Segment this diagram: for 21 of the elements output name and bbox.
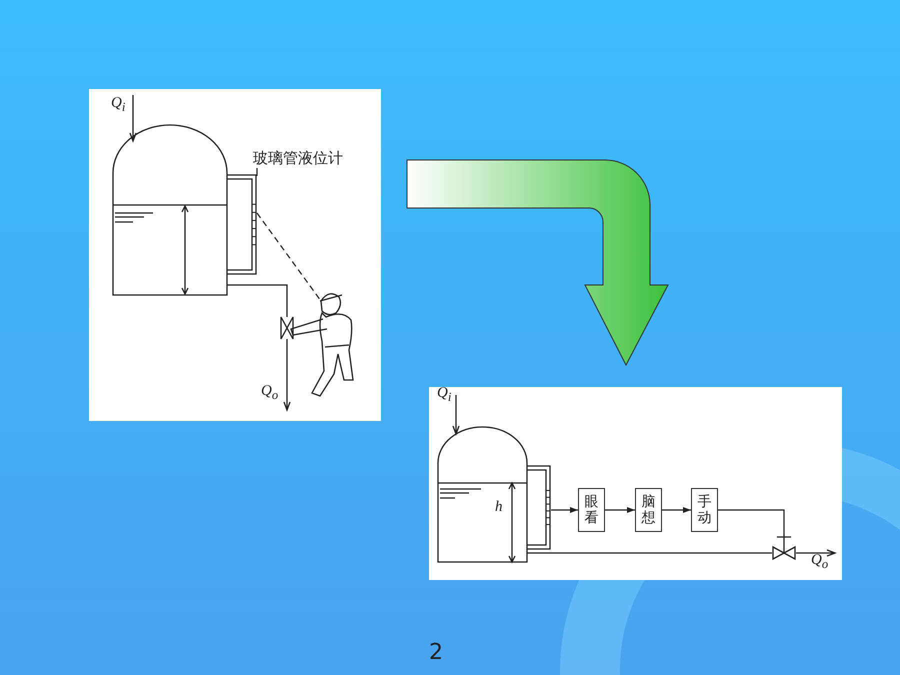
leader-line [256,168,258,176]
variable-label: Q$_{o}$ [261,383,278,403]
valve-symbol [772,533,796,561]
process-box: 脑想 [635,488,662,532]
gauge-label: 玻璃管液位计 [253,149,343,168]
signal-line [718,509,785,533]
variable-label: Q$_{i}$ [111,95,126,115]
page-number: 2 [429,640,443,665]
process-box: 手动 [691,488,718,532]
arrow [605,507,635,513]
level-gauge [527,465,551,550]
variable-label: Q$_{o}$ [811,552,828,572]
variable-label: Q$_{i}$ [437,385,452,405]
level-gauge [227,174,257,275]
arrow [662,507,691,513]
block-arrow [406,160,668,366]
variable-label: h [495,499,502,516]
arrow [551,507,578,513]
figure-panel [89,89,381,421]
process-box: 眼看 [578,488,605,532]
figure-panel [429,387,842,580]
